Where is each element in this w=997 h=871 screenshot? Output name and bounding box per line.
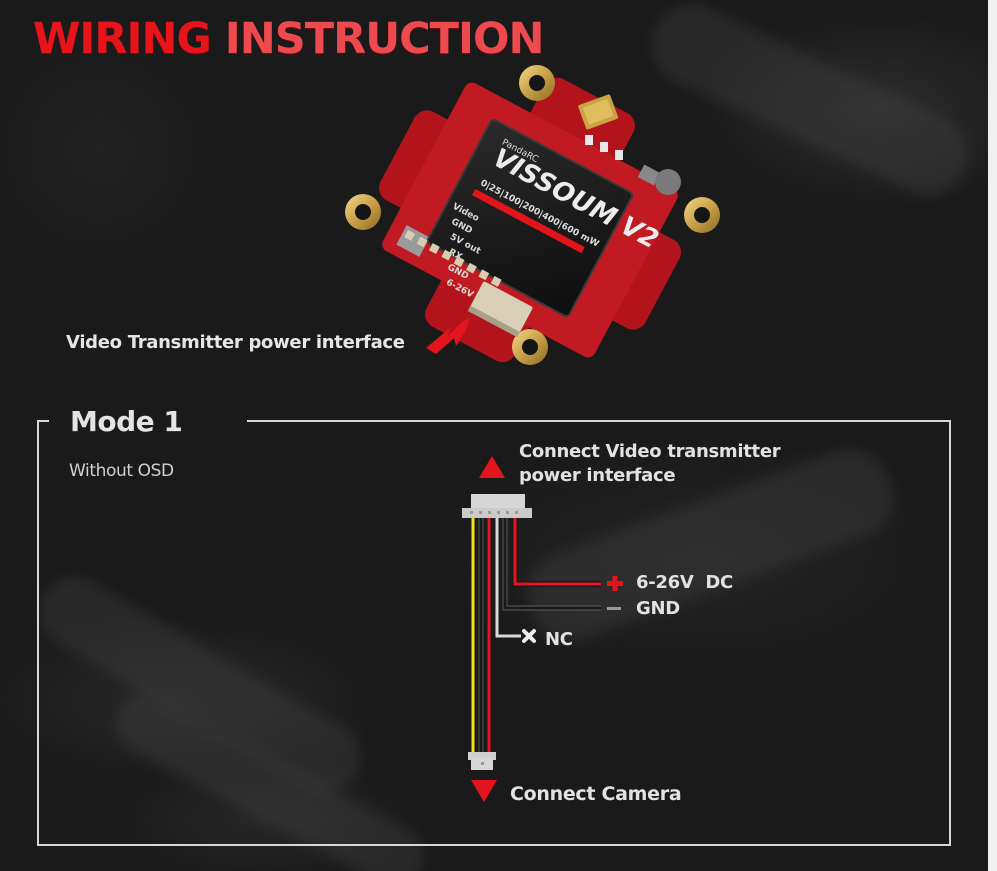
top-label-line-2: power interface: [519, 465, 676, 486]
mounting-hole: [519, 65, 555, 101]
mode-frame: [949, 420, 951, 846]
top-label-line-1: Connect Video transmitter: [519, 441, 781, 462]
callout-arrow-icon: [426, 318, 470, 354]
nc-label: NC: [545, 629, 573, 650]
page-scrollbar[interactable]: [988, 0, 997, 871]
wiring-diagram: [462, 456, 623, 802]
antenna-connector: [578, 94, 619, 130]
plus-icon: [607, 576, 623, 591]
up-arrow-icon: [479, 456, 505, 478]
mode-frame: [247, 420, 951, 422]
power-label: 6-26V DC: [636, 572, 733, 593]
power-interface-callout: Video Transmitter power interface: [66, 332, 405, 353]
mode-frame: [37, 420, 49, 422]
camera-plug: [468, 752, 496, 770]
camera-label: Connect Camera: [510, 783, 682, 805]
mounting-hole: [512, 329, 548, 365]
wire-power: [513, 518, 601, 586]
vtx-board-image: VISSOUM V2 PandaRC 0|25|100|200|400|600 …: [345, 65, 720, 365]
minus-icon: [607, 607, 621, 610]
power-interface-connector: [467, 281, 533, 338]
title-part-1: WIRING: [33, 14, 225, 64]
power-interface-plug: [462, 494, 532, 518]
mode-title: Mode 1: [70, 405, 183, 438]
ground-label: GND: [636, 598, 680, 619]
wire-nc: [495, 518, 521, 638]
top-connector-label: Connect Video transmitter power interface: [519, 440, 781, 488]
mounting-hole: [345, 194, 381, 230]
mode-frame: [37, 844, 951, 846]
mode-subtitle: Without OSD: [69, 461, 174, 481]
mode-frame: [37, 420, 39, 846]
down-arrow-icon: [471, 780, 497, 802]
mounting-hole: [684, 197, 720, 233]
title-part-2: INSTRUCTION: [224, 14, 545, 64]
close-x-icon: [522, 629, 536, 643]
page-title: WIRING INSTRUCTION: [33, 14, 545, 64]
wire-ground: [503, 518, 601, 610]
